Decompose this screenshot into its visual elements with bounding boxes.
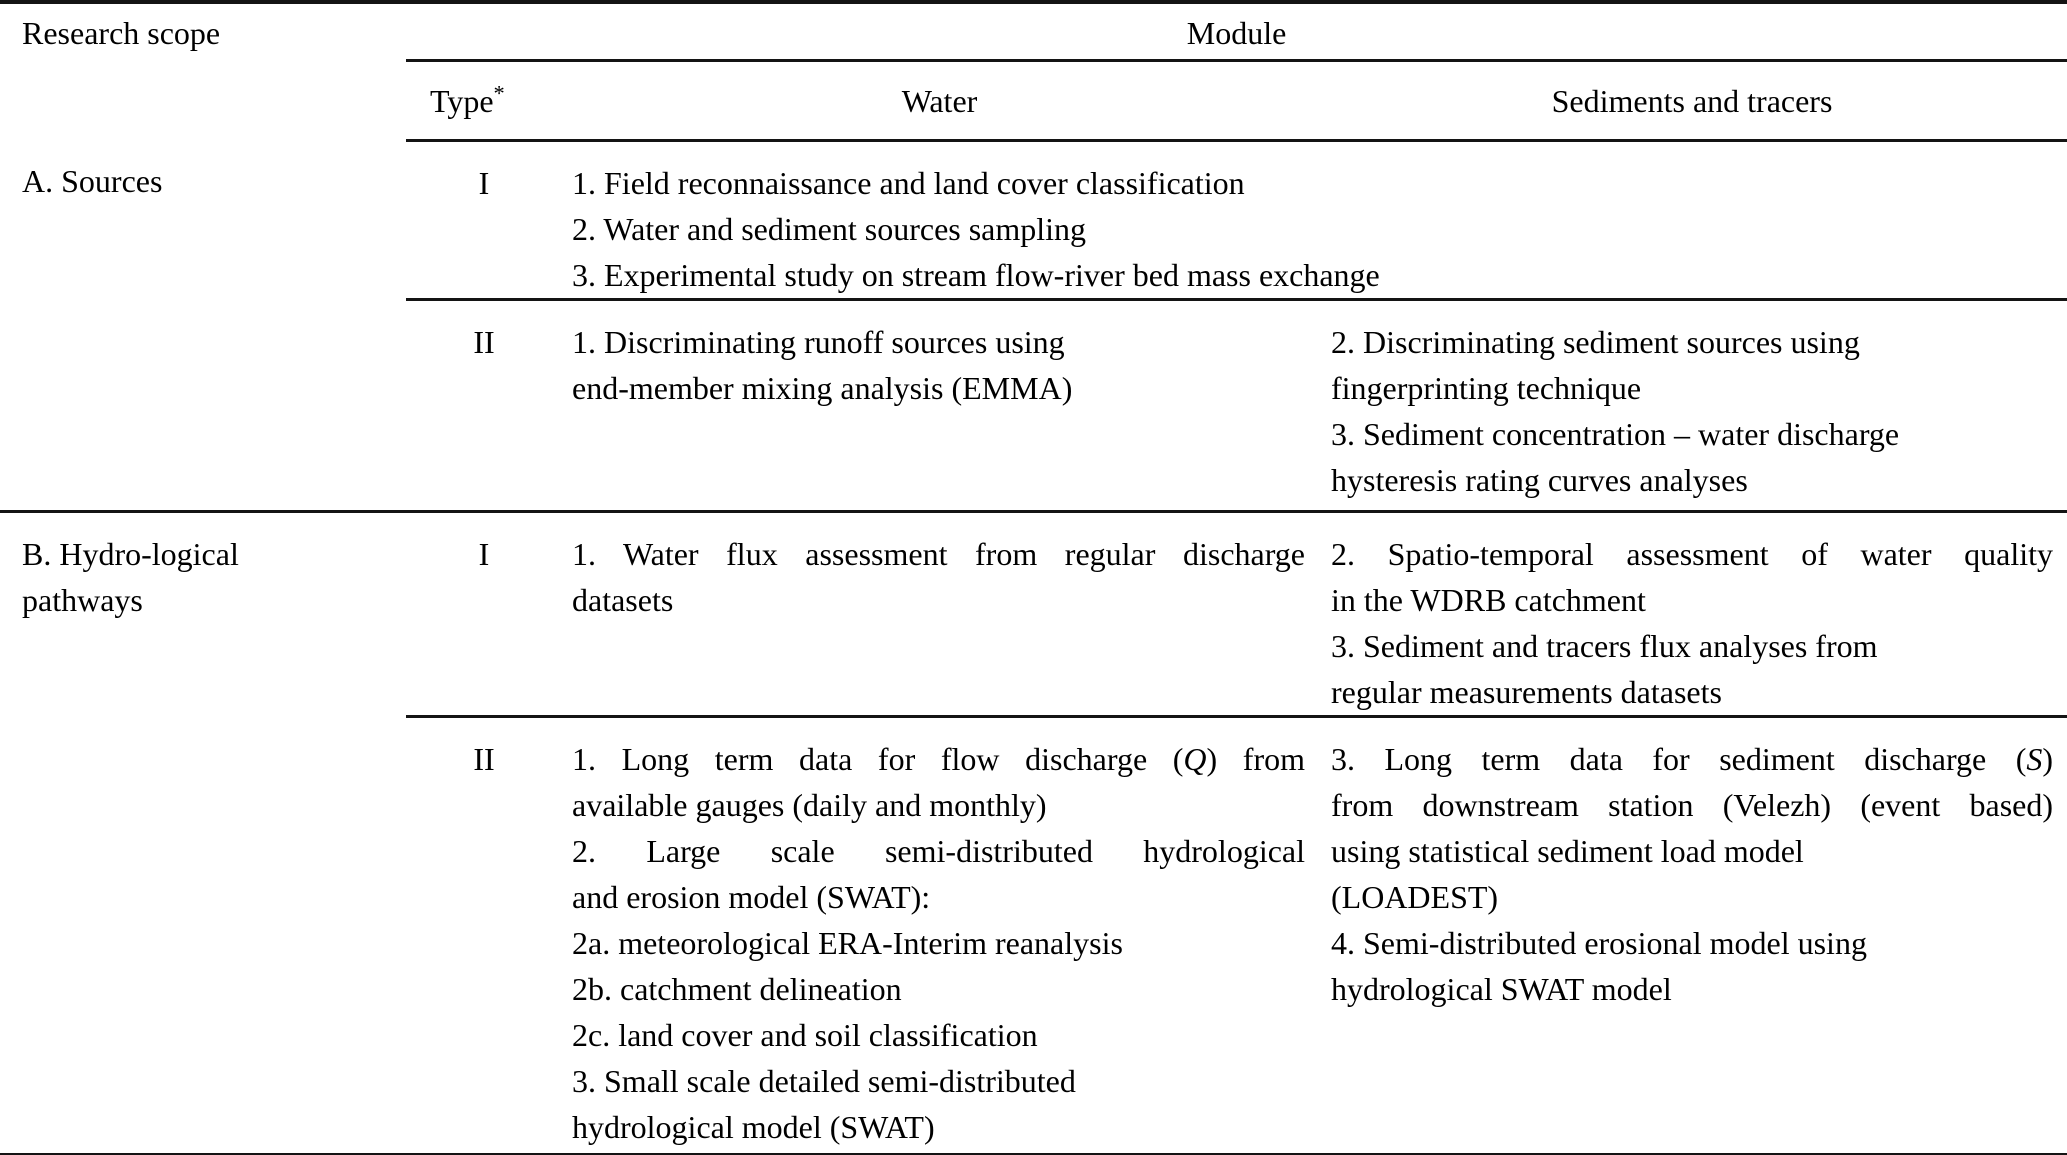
header-module: Module [406, 2, 2067, 62]
cell-sediments-b1: 2. Spatio-temporal assessment of water q… [1317, 509, 2067, 716]
header-type-superscript: * [493, 79, 505, 105]
text-line: pathways [22, 581, 143, 618]
cell-type-a2: II [406, 297, 562, 511]
text-line: 1. Long term data for flow discharge (Q)… [572, 740, 1306, 777]
cell-water-b1: 1. Water flux assessment from regular di… [562, 509, 1317, 716]
text-line: hysteresis rating curves analyses [1331, 461, 1748, 498]
text-line: fingerprinting technique [1331, 369, 1642, 406]
text-line: available gauges (daily and monthly) [572, 786, 1047, 823]
table-row: A. Sources I 1. Field reconnaissance and… [0, 140, 2067, 299]
text-line: B. Hydro-logical [22, 535, 239, 572]
cell-items-a1: 1. Field reconnaissance and land cover c… [562, 140, 2067, 299]
header-research-scope: Research scope [22, 15, 221, 51]
cell-water-a2: 1. Discriminating runoff sources using en… [562, 297, 1317, 511]
cell-sediments-a2: 2. Discriminating sediment sources using… [1317, 297, 2067, 511]
table-row: II 1. Long term data for flow discharge … [0, 714, 2067, 1155]
text-line: 2a. meteorological ERA-Interim reanalysi… [572, 924, 1123, 961]
text-line: 3. Small scale detailed semi-distributed [572, 1062, 1076, 1099]
text-line: 1. Field reconnaissance and land cover c… [572, 164, 1245, 201]
text-line: using statistical sediment load model [1331, 832, 1804, 869]
text-line: 2c. land cover and soil classification [572, 1016, 1038, 1053]
text-line: 3. Sediment and tracers flux analyses fr… [1331, 627, 1878, 664]
text-line: hydrological SWAT model [1331, 970, 1672, 1007]
text-line: 1. Discriminating runoff sources using [572, 323, 1065, 360]
cell-sediments-b2: 3. Long term data for sediment discharge… [1317, 714, 2067, 1155]
header-water: Water [562, 60, 1317, 142]
header-sediments: Sediments and tracers [1317, 60, 2067, 142]
cell-scope-b: B. Hydro-logical pathways [0, 509, 406, 1155]
text-line: hydrological model (SWAT) [572, 1108, 935, 1145]
cell-type-b2: II [406, 714, 562, 1155]
text-line: from downstream station (Velezh) (event … [1331, 786, 2054, 823]
text-line: 2. Water and sediment sources sampling [572, 210, 1087, 247]
text-line: 2. Large scale semi-distributed hydrolog… [572, 832, 1305, 869]
header-type: Type* [406, 60, 562, 142]
text-line: (LOADEST) [1331, 878, 1499, 915]
text-line: 2. Spatio-temporal assessment of water q… [1331, 535, 2054, 572]
table-row: II 1. Discriminating runoff sources usin… [0, 297, 2067, 511]
text-line: 2b. catchment delineation [572, 970, 902, 1007]
text-line: regular measurements datasets [1331, 673, 1722, 710]
text-line: A. Sources [22, 163, 163, 199]
text-line: 1. Water flux assessment from regular di… [572, 535, 1305, 572]
header-type-label: Type [430, 82, 494, 119]
cell-water-b2: 1. Long term data for flow discharge (Q)… [562, 714, 1317, 1155]
text-line: and erosion model (SWAT): [572, 878, 931, 915]
text-line: 2. Discriminating sediment sources using [1331, 323, 1860, 360]
text-line: 4. Semi-distributed erosional model usin… [1331, 924, 1867, 961]
text-line: 3. Experimental study on stream flow-riv… [572, 256, 1380, 293]
text-line: 3. Long term data for sediment discharge… [1331, 740, 2054, 777]
text-line: datasets [572, 581, 674, 618]
text-line: 3. Sediment concentration – water discha… [1331, 415, 1900, 452]
cell-type-b1: I [406, 509, 562, 716]
text-line: in the WDRB catchment [1331, 581, 1646, 618]
table-row: B. Hydro-logical pathways I 1. Water flux… [0, 509, 2067, 1155]
text-line: end-member mixing analysis (EMMA) [572, 369, 1073, 406]
cell-type-a1: I [478, 164, 490, 201]
cell-scope-a: A. Sources [0, 140, 406, 511]
